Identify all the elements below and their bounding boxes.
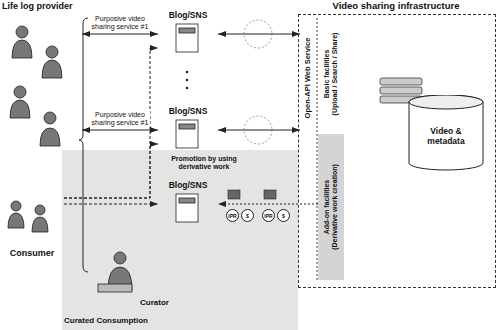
infrastructure-box: Video sharing infrastructureOpen-API Web…	[298, 0, 496, 288]
cylinder-body	[409, 95, 483, 170]
person-body	[42, 60, 62, 78]
server	[380, 87, 422, 94]
region-label: Curated Consumption	[64, 316, 148, 325]
connector	[218, 34, 300, 35]
payment-token: $	[277, 209, 290, 222]
node-text: Add-on facilities	[323, 180, 331, 234]
person-body	[10, 100, 30, 118]
blog-icon	[176, 24, 198, 52]
person-head	[44, 112, 56, 124]
cylinder-top	[409, 95, 483, 109]
connector	[64, 204, 158, 205]
payment-token: $	[241, 209, 254, 222]
blog-icon	[176, 120, 198, 148]
actor-group: Consumer	[0, 196, 64, 258]
edge-label: Purposive video sharing service #1	[90, 15, 150, 31]
laptop	[98, 284, 132, 292]
rotated-text-holder: Add-on facilities(Derivative work creati…	[318, 134, 344, 280]
connector	[218, 204, 318, 205]
ellipsis-dots	[186, 71, 189, 90]
dot	[186, 79, 189, 82]
actor-group: Life log provider	[0, 0, 82, 160]
node-text: Consumer	[2, 248, 62, 258]
person-head	[114, 252, 126, 264]
service-circles	[244, 20, 272, 144]
role-label: Curator	[140, 298, 169, 307]
node-text: Open-API Web Service	[304, 38, 313, 119]
node-text: Life log provider	[2, 1, 80, 11]
video-icons	[228, 190, 276, 199]
node-text: (Derivative work creation)	[331, 164, 339, 250]
connector	[64, 48, 158, 198]
curated-region	[62, 150, 298, 330]
node-text: (Upload / Search / Share)	[331, 33, 339, 116]
person-body	[32, 217, 48, 232]
dot	[186, 87, 189, 90]
blog-node: Blog/SNS	[158, 106, 218, 154]
facility-band: Basic facilities(Upload / Search / Share…	[318, 18, 344, 130]
rotated-text-holder: Basic facilities(Upload / Search / Share…	[318, 18, 344, 130]
person-body	[40, 128, 60, 146]
annotation: Promotion by using derivative work	[162, 155, 246, 171]
node-text: Blog/SNS	[160, 11, 216, 21]
node-text: Blog/SNS	[160, 181, 216, 191]
node-text: Video & metadata	[412, 127, 480, 147]
connector	[64, 144, 158, 198]
blog-icons	[176, 24, 198, 222]
api-band: Open-API Web Service	[300, 18, 316, 138]
rotated-text-holder: Open-API Web Service	[300, 18, 316, 138]
bracket	[79, 18, 88, 272]
video-icon	[264, 190, 276, 199]
dot	[186, 71, 189, 74]
person-head	[16, 26, 28, 38]
facility-band: Add-on facilities(Derivative work creati…	[318, 134, 344, 280]
person-head	[14, 86, 26, 98]
connector	[82, 34, 158, 35]
ipr-token: IPR	[226, 209, 239, 222]
node-text: Video sharing infrastructure	[298, 1, 494, 12]
blog-node: Blog/SNS	[158, 10, 218, 58]
blog-icon-bar	[179, 124, 195, 129]
blog-icon	[176, 194, 198, 222]
person-head	[11, 201, 21, 211]
node-text: Basic facilities	[323, 50, 331, 99]
person-head	[35, 205, 45, 215]
connector	[82, 130, 158, 131]
edge-label: Purposive video sharing service #1	[90, 111, 150, 127]
person-body	[12, 40, 32, 58]
blog-node: Blog/SNS	[158, 180, 218, 228]
server	[380, 78, 422, 85]
storage-cylinder: Video & metadata	[408, 95, 484, 171]
person-body	[8, 213, 24, 228]
cylinder-text-holder: Video & metadata	[412, 111, 480, 162]
node-text: Blog/SNS	[160, 107, 216, 117]
blog-icon-bar	[179, 28, 195, 33]
blog-icon-bar	[179, 198, 195, 203]
video-icon	[228, 190, 240, 199]
connector	[218, 130, 300, 131]
ipr-token: IPR	[262, 209, 275, 222]
person-head	[46, 46, 58, 58]
